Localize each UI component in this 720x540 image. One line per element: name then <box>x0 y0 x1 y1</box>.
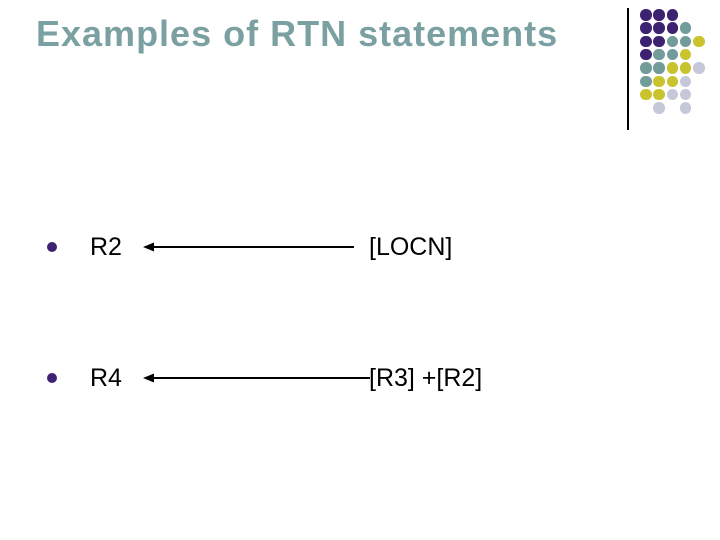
decor-dot <box>640 22 652 34</box>
decor-dot <box>693 62 705 74</box>
decor-dot <box>653 102 665 114</box>
bullet-icon <box>47 373 57 383</box>
decor-dot <box>653 88 665 101</box>
left-arrow-icon <box>143 242 354 252</box>
decor-dot <box>693 35 705 48</box>
decor-dot <box>679 88 692 101</box>
decor-dot <box>666 62 679 74</box>
decor-dot <box>640 35 652 48</box>
decor-dot <box>640 62 652 74</box>
decor-dot <box>653 9 665 21</box>
decor-dot <box>679 62 692 74</box>
bullet-icon <box>47 242 57 252</box>
expression-text: [R3] +[R2] <box>369 364 483 392</box>
register-label: R4 <box>90 364 122 392</box>
decor-dot <box>640 48 652 61</box>
decor-dot <box>653 22 665 34</box>
decor-dot <box>666 35 679 48</box>
decor-dot <box>653 62 665 74</box>
decor-dot <box>679 35 692 48</box>
decor-dot <box>666 22 679 34</box>
decor-dot <box>653 48 665 61</box>
vertical-divider <box>627 8 629 130</box>
decor-dot <box>666 88 679 101</box>
slide-title: Examples of RTN statements <box>36 13 559 54</box>
expression-text: [LOCN] <box>369 233 453 261</box>
decor-dot <box>666 48 679 61</box>
decor-dot <box>679 22 692 34</box>
decor-dot <box>679 48 692 61</box>
register-label: R2 <box>90 233 122 261</box>
decor-dot <box>640 75 652 87</box>
decor-dot <box>679 75 692 87</box>
left-arrow-icon <box>143 373 370 383</box>
decor-dot <box>640 9 652 21</box>
decor-dot <box>640 88 652 101</box>
decor-dot <box>653 75 665 87</box>
dot-pattern <box>640 9 712 121</box>
statement-row: R4 [R3] +[R2] <box>0 362 720 394</box>
decor-dot <box>653 35 665 48</box>
statement-row: R2 [LOCN] <box>0 231 720 263</box>
decor-dot <box>679 102 692 114</box>
decor-dot <box>666 75 679 87</box>
decor-dot <box>666 9 679 21</box>
